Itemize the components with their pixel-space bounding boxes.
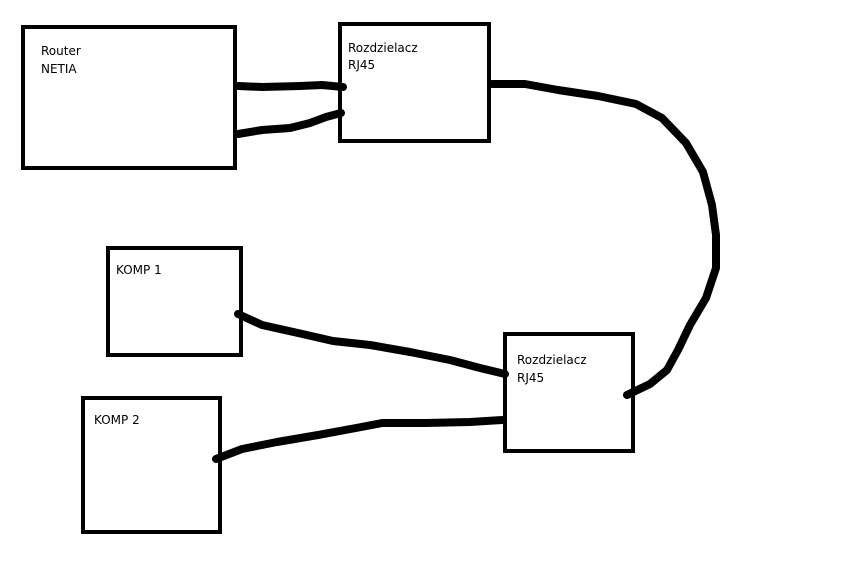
- cable-komp2-splitter-bottom: [212, 416, 506, 463]
- komp2-label: KOMP 2: [94, 413, 140, 427]
- router-label-line2: NETIA: [41, 62, 77, 76]
- komp1-box: KOMP 1: [106, 246, 243, 357]
- splitter-top-box: Rozdzielacz RJ45: [338, 22, 491, 143]
- splitter-top-label-line2: RJ45: [348, 58, 376, 72]
- komp2-box: KOMP 2: [81, 396, 222, 534]
- cable-router-splitter-top-1: [234, 81, 347, 91]
- splitter-top-label-line1: Rozdzielacz: [348, 41, 418, 55]
- cable-komp1-splitter-bottom: [234, 310, 509, 378]
- cable-router-splitter-top-2: [234, 109, 345, 138]
- router-label-line1: Router: [41, 44, 81, 58]
- splitter-bottom-label-line1: Rozdzielacz: [517, 353, 587, 367]
- komp1-label: KOMP 1: [116, 263, 162, 277]
- splitter-bottom-box: Rozdzielacz RJ45: [503, 332, 635, 453]
- router-box: Router NETIA: [21, 25, 237, 170]
- splitter-bottom-label-line2: RJ45: [517, 371, 545, 385]
